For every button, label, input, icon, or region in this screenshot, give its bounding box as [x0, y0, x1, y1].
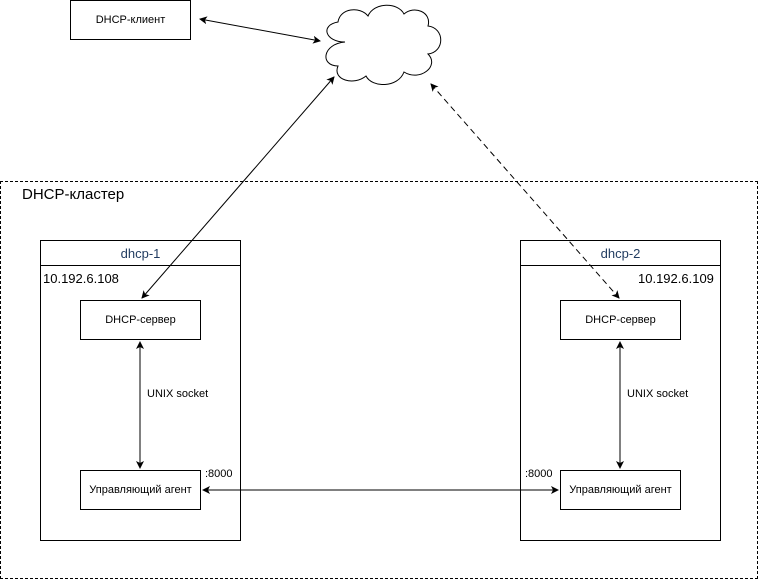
link-client-cloud [199, 16, 321, 44]
link-cloud-dhcp1 [141, 76, 335, 299]
network-cloud-icon [325, 4, 442, 85]
dhcp-2-agent-label: Управляющий агент [569, 484, 672, 496]
dhcp-2-agent-box: Управляющий агент [560, 470, 681, 510]
dhcp-client-label: DHCP-клиент [95, 14, 166, 26]
cluster-title: DHCP-кластер [22, 186, 125, 203]
dhcp-2-port-label: :8000 [525, 468, 553, 480]
node-dhcp-2-ip: 10.192.6.109 [638, 271, 714, 286]
cluster-boundary [0, 181, 758, 579]
dhcp-2-server-box: DHCP-сервер [560, 300, 681, 340]
dhcp-1-server-label: DHCP-сервер [105, 314, 176, 326]
node-dhcp-1-ip: 10.192.6.108 [43, 271, 119, 286]
dhcp-1-socket-label: UNIX socket [147, 388, 209, 400]
dhcp-1-port-label: :8000 [205, 468, 233, 480]
link-cloud-dhcp2 [430, 83, 620, 299]
dhcp-2-server-label: DHCP-сервер [585, 314, 656, 326]
dhcp-client-box: DHCP-клиент [70, 0, 191, 40]
dhcp-1-agent-box: Управляющий агент [80, 470, 201, 510]
dhcp-2-socket-label: UNIX socket [627, 388, 689, 400]
dhcp-1-server-box: DHCP-сервер [80, 300, 201, 340]
dhcp-1-agent-label: Управляющий агент [89, 484, 192, 496]
